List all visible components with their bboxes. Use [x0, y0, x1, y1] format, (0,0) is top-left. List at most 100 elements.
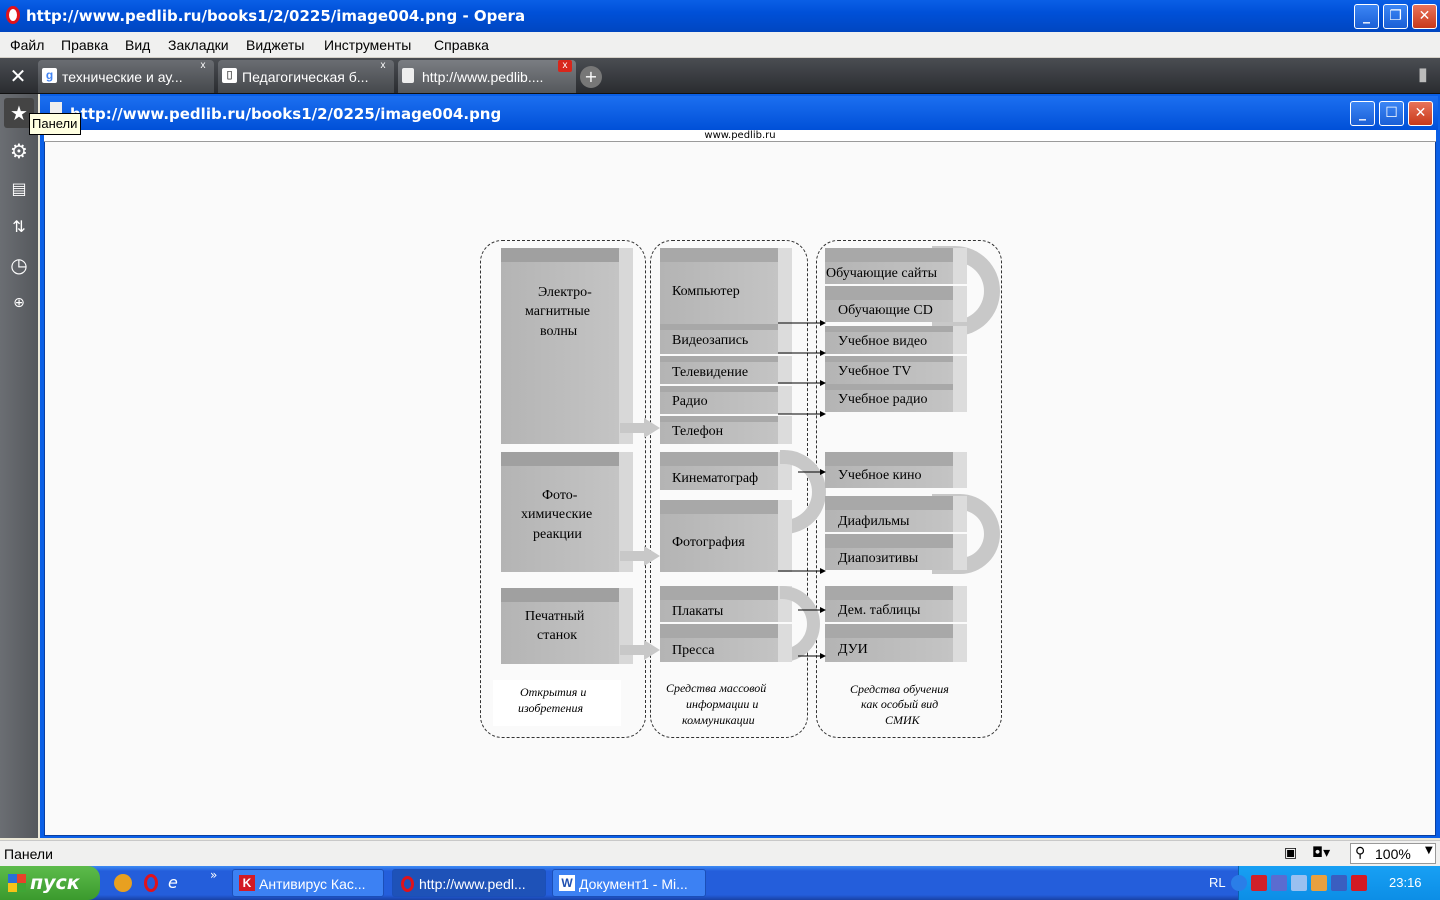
col2-item-posters: Плакаты [672, 604, 724, 619]
close-button[interactable]: ✕ [1412, 4, 1437, 29]
col2-box [660, 416, 792, 444]
transfer-icon[interactable]: ⇅ [12, 217, 26, 236]
task-label: Антивирус Кас... [259, 876, 366, 892]
start-button[interactable]: пуск [0, 866, 100, 900]
clock-icon[interactable]: ◷ [10, 253, 28, 277]
col3-box [825, 534, 967, 570]
col3-box [825, 356, 967, 384]
col3-box [825, 624, 967, 662]
close-tab-icon[interactable]: x [558, 60, 572, 72]
col2-caption-line1: Средства массовой [666, 681, 767, 695]
notes-icon[interactable]: ▤ [11, 179, 27, 198]
menu-widgets[interactable]: Виджеты [246, 37, 305, 53]
tools-icon[interactable]: ✕ [9, 64, 27, 88]
tab-2[interactable]: ▯ Педагогическая б... x [218, 60, 394, 93]
bluetooth-icon[interactable] [1291, 875, 1307, 891]
col2-box [660, 386, 792, 414]
menu-edit[interactable]: Правка [61, 37, 109, 53]
network-icon[interactable] [1271, 875, 1287, 891]
monitor-icon[interactable] [1331, 875, 1347, 891]
col3-item-dui: ДУИ [838, 642, 868, 657]
opera-icon[interactable] [144, 874, 158, 892]
gear-icon[interactable]: ⚙ [10, 139, 28, 163]
close-tab-icon[interactable]: x [200, 60, 206, 71]
col1-box2-line2: химические [521, 507, 593, 522]
page-window-title-bar: http://www.pedlib.ru/books1/2/0225/image… [40, 96, 1438, 130]
task-label: Документ1 - Mi... [579, 876, 688, 892]
menu-file[interactable]: Файл [10, 37, 45, 53]
col2-box [660, 624, 792, 662]
col1-box3-line1: Печатный [525, 609, 585, 624]
trash-icon[interactable]: ▮ [1418, 64, 1428, 85]
col3-item-tv: Учебное TV [838, 364, 912, 379]
col1-caption-line2: изобретения [518, 701, 584, 715]
tab-label: http://www.pedlib.... [422, 69, 544, 85]
col3-item-video: Учебное видео [838, 334, 928, 349]
arrow-icon [620, 640, 660, 660]
new-tab-icon[interactable]: + [580, 66, 602, 88]
status-text: Панели [4, 846, 53, 862]
tab-label: Педагогическая б... [242, 69, 369, 85]
start-label: пуск [30, 872, 80, 894]
tab-3[interactable]: http://www.pedlib.... x [398, 60, 576, 93]
acrobat-icon[interactable] [1251, 875, 1267, 891]
page-maximize-button[interactable]: ☐ [1379, 101, 1404, 126]
col3-item-filmstrips: Диафильмы [838, 514, 910, 529]
tab-1[interactable]: g технические и ау... x [38, 60, 214, 93]
menu-view[interactable]: Вид [125, 37, 151, 53]
page-window-title: http://www.pedlib.ru/books1/2/0225/image… [70, 105, 502, 123]
col3-caption-line3: СМИК [885, 713, 920, 727]
col3-caption-line1: Средства обучения [850, 682, 949, 696]
firefox-icon[interactable] [114, 874, 132, 892]
col1-box-waves [501, 248, 633, 444]
chevron-down-icon[interactable]: ▼ [1425, 845, 1433, 856]
col1-box2-line1: Фото- [542, 488, 578, 503]
col2-item-press: Пресса [672, 643, 715, 658]
task-opera[interactable]: http://www.pedl... [392, 869, 546, 897]
magnifier-icon: ⚲ [1355, 845, 1366, 861]
page-icon [402, 68, 414, 83]
taskbar: e » K Антивирус Кас... http://www.pedl..… [0, 866, 1440, 900]
title-bar: http://www.pedlib.ru/books1/2/0225/image… [0, 0, 1440, 32]
add-panel-icon[interactable]: ⊕ [13, 295, 25, 311]
restore-button[interactable]: ❐ [1383, 4, 1408, 29]
google-icon: g [42, 68, 57, 83]
arrow-icon [620, 546, 660, 566]
col1-box3-line2: станок [537, 628, 578, 643]
col2-item-photo: Фотография [672, 535, 745, 550]
clock: 23:16 [1389, 875, 1422, 890]
column-frame [480, 240, 646, 738]
kaspersky-icon: K [239, 875, 255, 891]
col3-box [825, 586, 967, 622]
menu-bookmarks[interactable]: Закладки [168, 37, 229, 53]
camera-icon[interactable]: ◘▾ [1312, 845, 1331, 861]
kaspersky-icon[interactable] [1351, 875, 1367, 891]
overflow-icon[interactable]: » [210, 868, 218, 882]
col3-item-cinema: Учебное кино [838, 468, 922, 483]
minimize-button[interactable]: _ [1354, 4, 1379, 29]
col3-caption-line2: как особый вид [861, 697, 939, 711]
task-antivirus[interactable]: K Антивирус Кас... [232, 869, 384, 897]
close-tab-icon[interactable]: x [380, 60, 386, 71]
task-word[interactable]: W Документ1 - Mi... [552, 869, 706, 897]
ie-icon[interactable]: e [168, 873, 178, 892]
col2-item-phone: Телефон [672, 424, 724, 439]
col2-caption-line3: коммуникации [682, 713, 755, 727]
speed-dial-icon[interactable]: ▣ [1284, 845, 1298, 861]
system-tray: RL 23:16 [1209, 866, 1440, 900]
col3-box [825, 384, 967, 412]
menu-tools[interactable]: Инструменты [324, 37, 412, 53]
zoom-control[interactable]: ⚲ 100% ▼ [1350, 843, 1436, 864]
page-close-button[interactable]: ✕ [1408, 101, 1433, 126]
col3-box [825, 286, 967, 322]
menu-help[interactable]: Справка [434, 37, 489, 53]
page-minimize-button[interactable]: _ [1350, 101, 1375, 126]
chevron-left-icon[interactable] [1231, 875, 1247, 891]
mail-icon[interactable] [1311, 875, 1327, 891]
opera-icon [401, 876, 414, 892]
language-indicator[interactable]: RL [1209, 875, 1226, 890]
zoom-value: 100% [1375, 846, 1411, 862]
windows-logo-icon [8, 874, 26, 892]
col3-item-tables: Дем. таблицы [838, 603, 921, 618]
status-bar: Панели ▣ ◘▾ ⚲ 100% ▼ [0, 840, 1440, 866]
